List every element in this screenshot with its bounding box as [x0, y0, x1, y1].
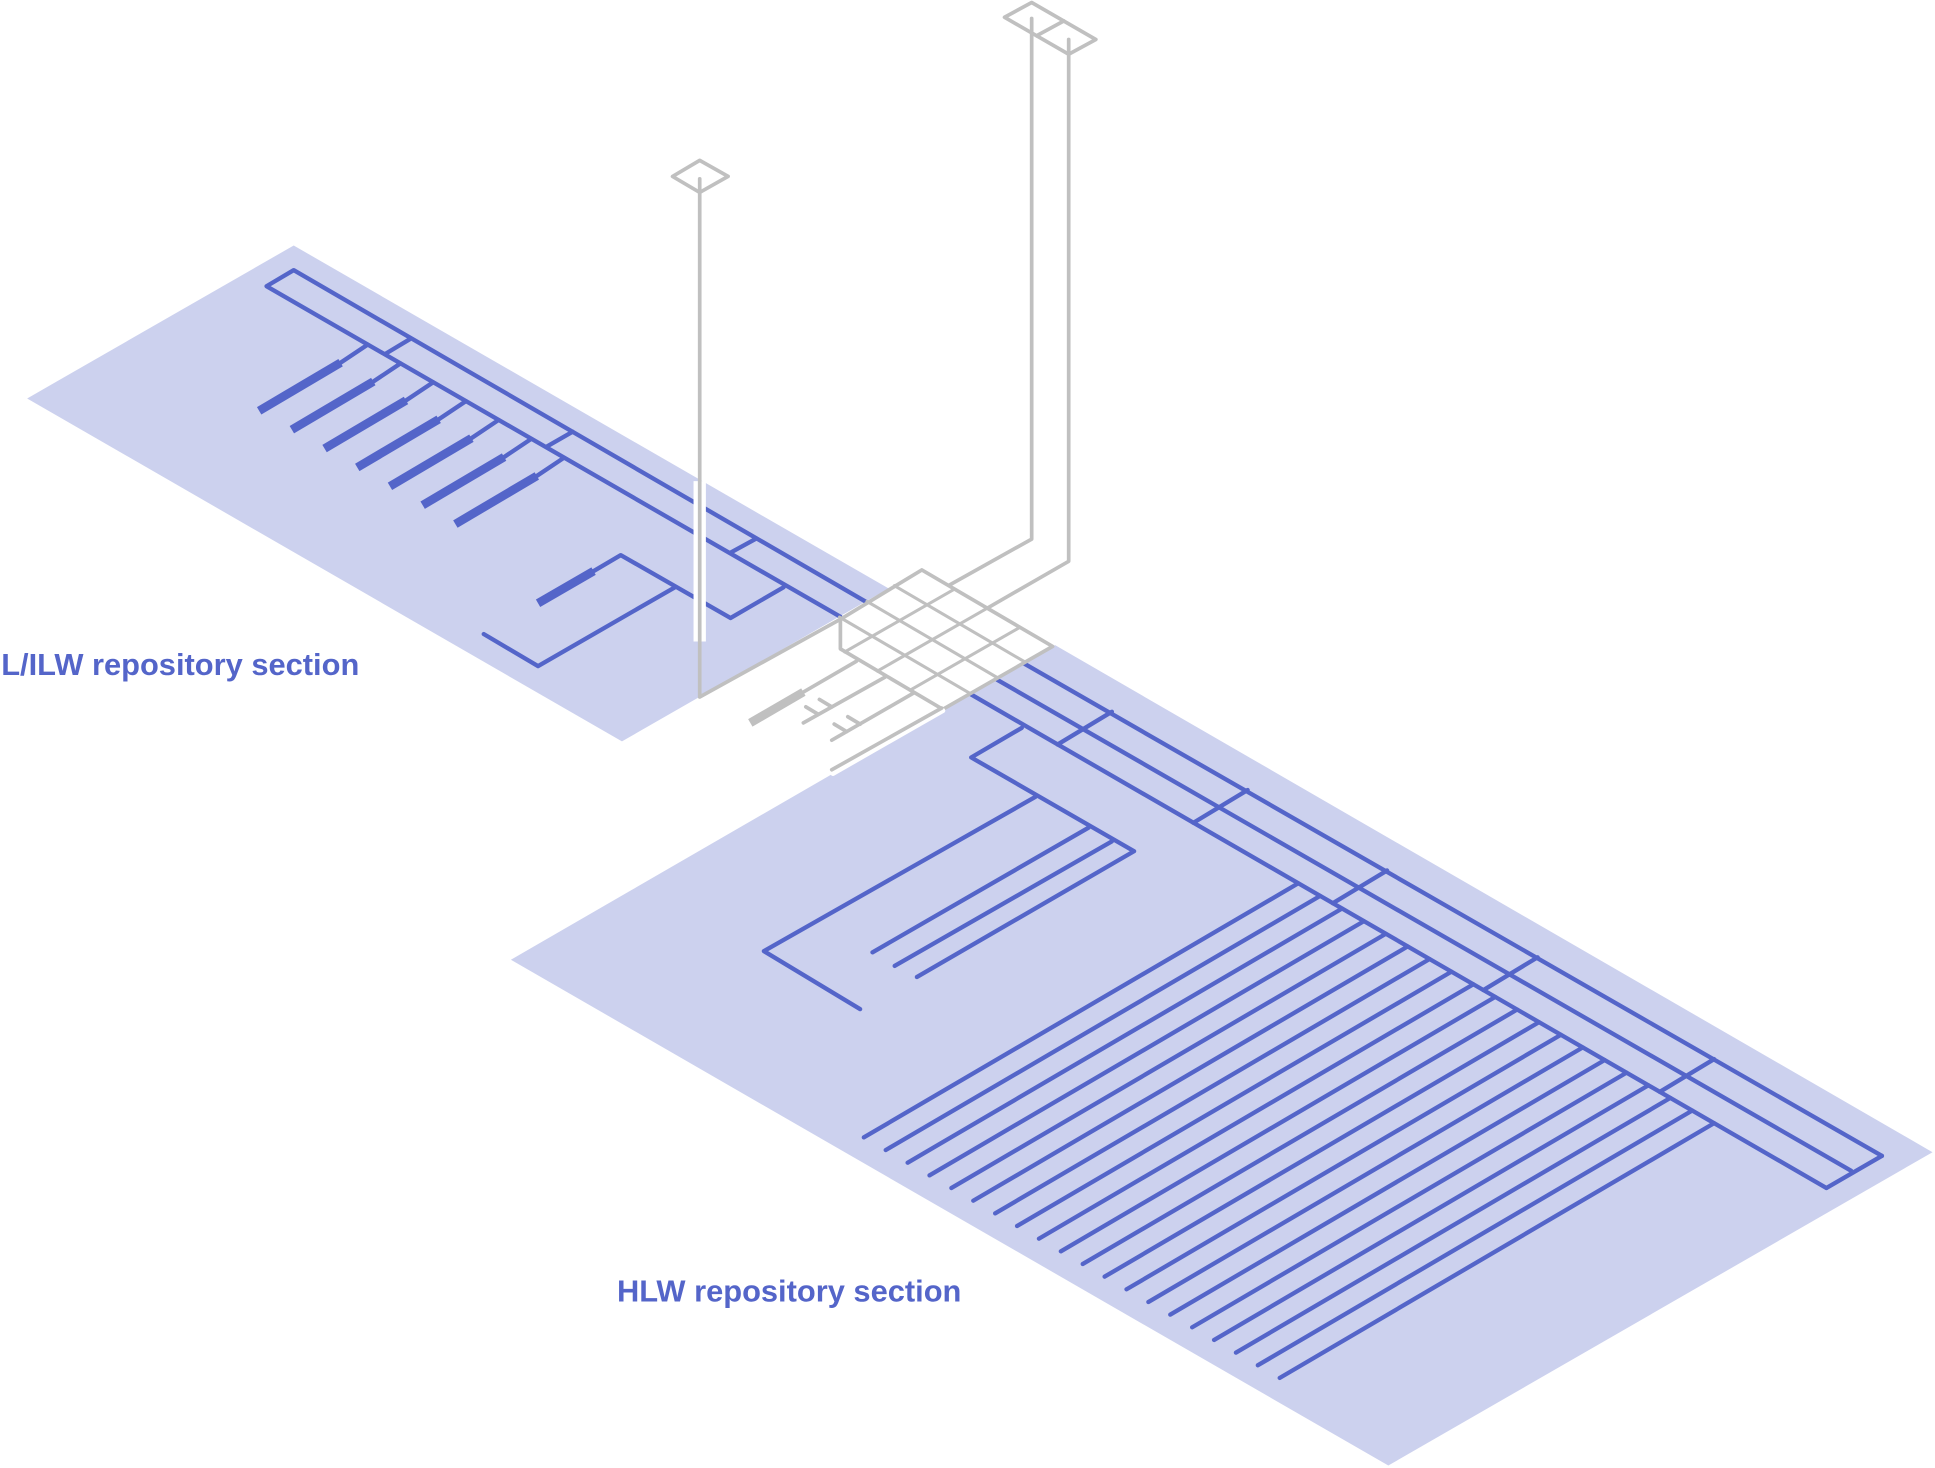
- hlw-disposal-tunnel: [1190, 1070, 1629, 1330]
- hlw-crosslink: [1657, 1056, 1717, 1095]
- lilw-vault-connector: [338, 342, 370, 365]
- hlw-shaft-headframe: [1002, 0, 1098, 57]
- ramp-tick: [845, 714, 862, 726]
- hlw-disposal-tunnel: [1080, 1007, 1520, 1267]
- lilw-shaft-headframe: [670, 158, 730, 195]
- hlw-disposal-tunnel: [971, 944, 1410, 1203]
- lilw-vault: [387, 434, 474, 491]
- central-area-outline: [838, 568, 1055, 712]
- lilw-vault: [535, 567, 596, 607]
- grid-line: [837, 615, 972, 696]
- hlw-disposal-tunnel: [927, 919, 1367, 1178]
- hlw-disposal-tunnel: [905, 906, 1345, 1165]
- ramp-vault: [748, 688, 806, 727]
- lilw-crosslink: [728, 536, 758, 555]
- ramp-tick: [817, 697, 834, 709]
- hlw-disposal-tunnel: [861, 881, 1301, 1140]
- hlw-disposal-tunnel: [1168, 1057, 1607, 1317]
- lilw-vault: [420, 453, 507, 509]
- hlw-disposal-tunnel: [1124, 1032, 1564, 1292]
- hlw-shaft-2: [985, 37, 1071, 611]
- hlw-disposal-tunnel: [1277, 1121, 1717, 1381]
- hlw-crosslink: [1330, 868, 1390, 906]
- hlw-crosslink: [1191, 787, 1250, 825]
- lilw-access-loop: [591, 552, 786, 621]
- hlw-disposal-tunnel: [1211, 1083, 1651, 1343]
- lilw-vault-connector: [436, 398, 469, 422]
- lilw-vault-connector: [371, 361, 403, 384]
- hlw-access-loop: [914, 725, 1137, 980]
- shafts: [670, 0, 1098, 776]
- lilw-tunnels: [264, 268, 869, 669]
- ramp-tick: [803, 705, 821, 717]
- lilw-vault: [355, 415, 441, 472]
- hlw-disposal-tunnels: [861, 709, 1717, 1381]
- hlw-main-tunnel-a: [1022, 661, 1885, 1159]
- lilw-vault-connector: [469, 417, 501, 441]
- lilw-vault: [322, 396, 409, 453]
- hlw-tunnel-end-link: [1824, 1153, 1885, 1191]
- hlw-main-tunnel-b: [994, 677, 1854, 1173]
- hlw-access-branch: [870, 825, 1091, 955]
- hlw-disposal-tunnel: [1255, 1108, 1695, 1368]
- hlw-access-branch: [892, 839, 1115, 969]
- hlw-disposal-tunnel: [883, 893, 1323, 1153]
- hlw-disposal-tunnel: [1036, 982, 1476, 1241]
- lilw-vault: [256, 358, 343, 415]
- hlw-access-loop: [761, 794, 1038, 1012]
- lilw-shaft: [697, 177, 843, 699]
- hlw-crosslink: [1481, 955, 1540, 993]
- lilw-vault-connector: [534, 455, 567, 479]
- ramp-segment: [829, 706, 944, 772]
- lilw-crosslink: [544, 429, 575, 449]
- lilw-vault: [289, 377, 376, 434]
- hlw-main-tunnel-c: [969, 692, 1829, 1191]
- lilw-access-loop: [481, 585, 678, 669]
- hlw-disposal-tunnel: [1058, 994, 1498, 1254]
- hlw-shaft-headframe-divider: [1034, 19, 1066, 38]
- hlw-disposal-tunnel: [1146, 1045, 1585, 1305]
- lilw-crosslink: [382, 337, 412, 357]
- hlw-disposal-tunnel: [1233, 1095, 1673, 1355]
- ramp-tick: [832, 722, 849, 734]
- hlw-disposal-tunnel: [1014, 969, 1454, 1229]
- lilw-main-tunnel-loop: [264, 268, 869, 619]
- lilw-vault-connector: [403, 380, 436, 403]
- hlw-disposal-tunnel: [993, 956, 1432, 1216]
- hlw-tunnels: [761, 661, 1885, 1191]
- grid-line: [908, 625, 1022, 692]
- central-area-grid: [837, 584, 1027, 696]
- hlw-disposal-tunnel: [949, 931, 1388, 1191]
- ramp-halo: [830, 708, 946, 776]
- lilw-vault: [453, 472, 540, 528]
- hlw-section-label: HLW repository section: [617, 1273, 961, 1308]
- ramp-segment: [801, 659, 859, 694]
- lilw-section-label: L/ILW repository section: [1, 647, 359, 682]
- hlw-disposal-tunnel: [1102, 1020, 1542, 1279]
- lilw-vaults: [256, 342, 567, 528]
- lilw-section-plane: [27, 245, 889, 742]
- hlw-crosslink: [1055, 709, 1115, 747]
- grid-line: [865, 599, 1000, 680]
- hlw-shaft-1: [945, 16, 1034, 588]
- lilw-vault-connector: [501, 436, 534, 460]
